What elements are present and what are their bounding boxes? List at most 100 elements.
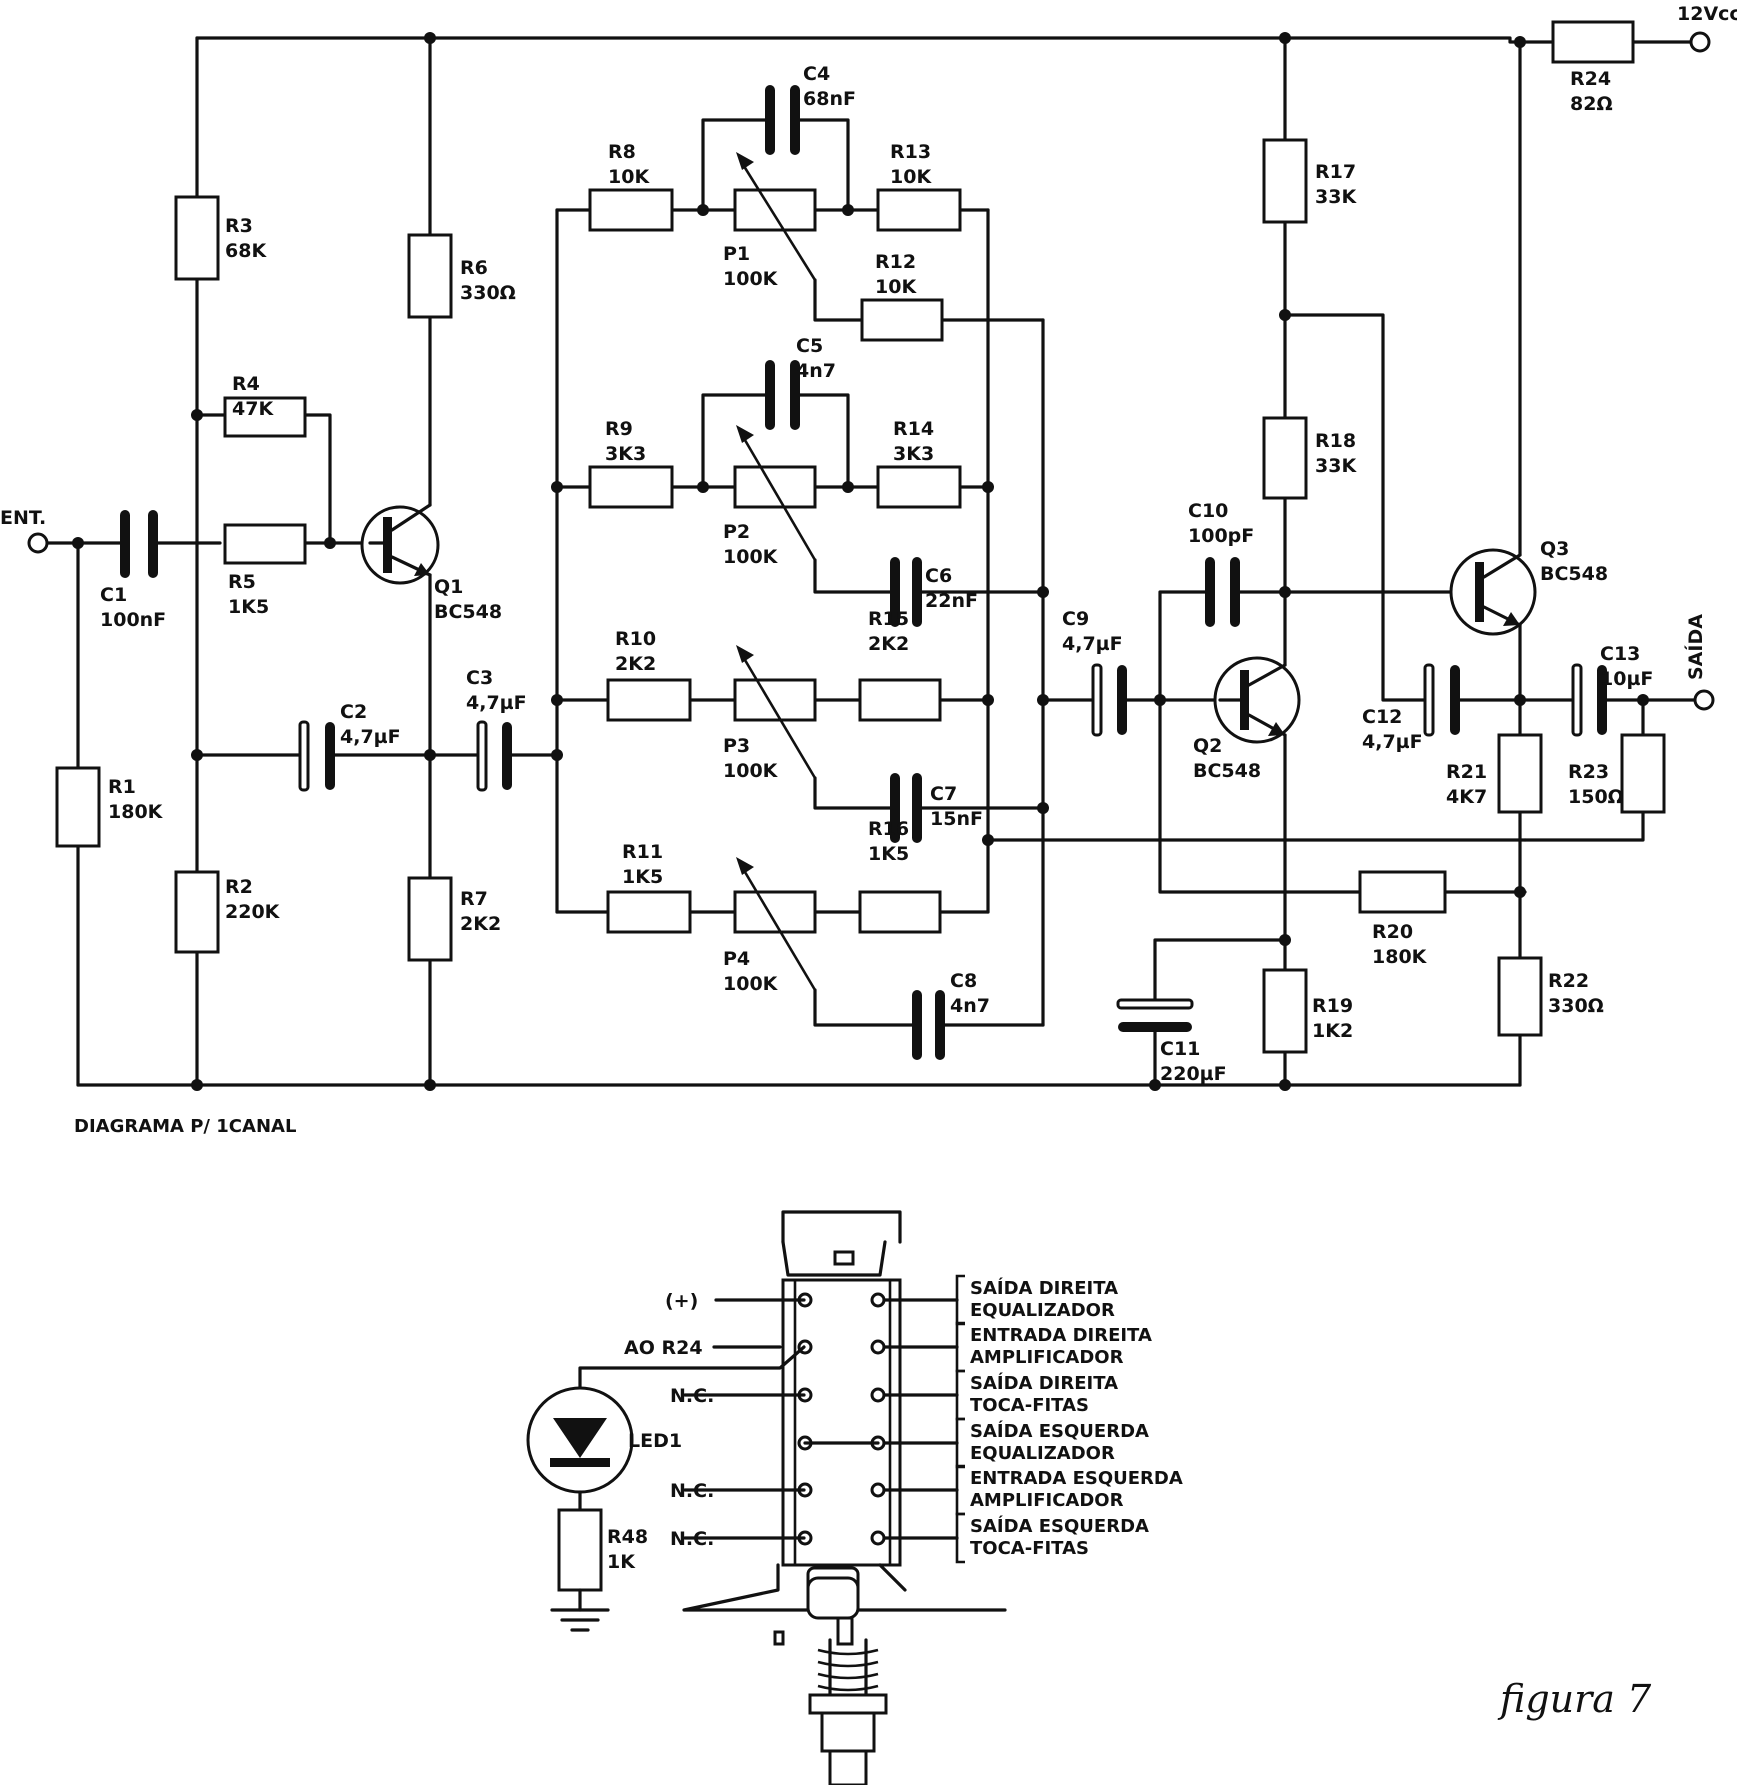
component-value: 4,7µF: [340, 726, 401, 748]
component-value: 150Ω: [1568, 786, 1624, 808]
component-value: 4K7: [1446, 786, 1487, 808]
component-ref: R23: [1568, 761, 1609, 783]
component-ref: R24: [1570, 68, 1611, 90]
component-value: 2K2: [460, 913, 501, 935]
component-value: 1K5: [228, 596, 269, 618]
component-label-c11: C11 220µF: [1160, 1038, 1227, 1085]
switch-label-line2: AMPLIFICADOR: [970, 1347, 1124, 1368]
component-ref: P3: [723, 735, 750, 757]
component-ref: C11: [1160, 1038, 1200, 1060]
component-value: 15nF: [930, 808, 983, 830]
switch-label-line2: EQUALIZADOR: [970, 1300, 1115, 1321]
component-value: 330Ω: [1548, 995, 1604, 1017]
component-value: 2K2: [615, 653, 656, 675]
component-ref: Q2: [1193, 735, 1222, 757]
switch-label-line1: SAÍDA ESQUERDA: [970, 1420, 1149, 1442]
component-value: BC548: [434, 601, 502, 623]
component-value: 33K: [1315, 455, 1357, 477]
component-value: 1K2: [1312, 1020, 1353, 1042]
component-ref: R6: [460, 257, 488, 279]
led-label: LED1: [628, 1430, 682, 1452]
switch-label-line1: ENTRADA DIREITA: [970, 1325, 1152, 1346]
component-value: 220K: [225, 901, 281, 923]
component-ref: R20: [1372, 921, 1413, 943]
component-ref: C12: [1362, 706, 1402, 728]
component-label-c7: C7 15nF: [930, 783, 983, 830]
component-value: 4,7µF: [1362, 731, 1423, 753]
component-ref: C3: [466, 667, 493, 689]
figure-label: figura 7: [1497, 1677, 1652, 1721]
component-ref: C6: [925, 565, 952, 587]
component-ref: Q3: [1540, 538, 1569, 560]
supply-terminal: [1689, 31, 1711, 53]
switch-label-line2: EQUALIZADOR: [970, 1443, 1115, 1464]
switch-label-line1: SAÍDA DIREITA: [970, 1277, 1118, 1299]
schematic-labels: ENT. 12Vcc SAÍDA DIAGRAMA P/ 1CANAL: [0, 3, 1737, 1137]
label-bracket: [955, 1321, 965, 1373]
switch-label-line1: SAÍDA ESQUERDA: [970, 1515, 1149, 1537]
component-ref: R10: [615, 628, 656, 650]
component-value: 10µF: [1600, 668, 1653, 690]
component-value: 100K: [723, 546, 779, 568]
component-value: 100K: [723, 973, 779, 995]
component-ref: R7: [460, 888, 488, 910]
component-value: 68nF: [803, 88, 856, 110]
label-bracket: [955, 1369, 965, 1421]
component-value: 100pF: [1188, 525, 1254, 547]
component-value: 1K5: [868, 843, 909, 865]
component-value: 2K2: [868, 633, 909, 655]
component-value: 220µF: [1160, 1063, 1227, 1085]
component-ref: R4: [232, 373, 260, 395]
component-value: 100K: [723, 760, 779, 782]
schematic-wires: [45, 36, 1697, 1087]
component-labels: R1180KR2220KR368KR447KR51K5R6330ΩR72K2R8…: [100, 63, 1653, 1085]
component-ref: C7: [930, 783, 957, 805]
switch-label-line1: ENTRADA ESQUERDA: [970, 1468, 1183, 1489]
label-nc-3: N.C.: [670, 1528, 714, 1550]
component-ref: P1: [723, 243, 750, 265]
output-label: SAÍDA: [1684, 614, 1707, 680]
component-value: 1K5: [622, 866, 663, 888]
component-ref: R8: [608, 141, 636, 163]
component-value: 33K: [1315, 186, 1357, 208]
label-bracket: [955, 1464, 965, 1516]
switch-label-line1: SAÍDA DIREITA: [970, 1372, 1118, 1394]
component-label-c1: C1 100nF: [100, 584, 166, 631]
component-ref: R12: [875, 251, 916, 273]
label-bracket: [955, 1274, 965, 1326]
component-ref: P2: [723, 521, 750, 543]
switch-labels: (+) AO R24 N.C. N.C. N.C. LED1 R48 1K: [607, 1290, 714, 1573]
component-ref: C10: [1188, 500, 1228, 522]
component-value: 10K: [890, 166, 932, 188]
component-ref: R15: [868, 608, 909, 630]
component-value: 100nF: [100, 609, 166, 631]
component-ref: C1: [100, 584, 127, 606]
component-label-c3: C34,7µF: [466, 667, 527, 714]
component-ref: R16: [868, 818, 909, 840]
component-ref: R19: [1312, 995, 1353, 1017]
component-value: 68K: [225, 240, 267, 262]
switch-pin: [870, 1387, 886, 1403]
switch-label-line2: TOCA-FITAS: [970, 1538, 1089, 1559]
